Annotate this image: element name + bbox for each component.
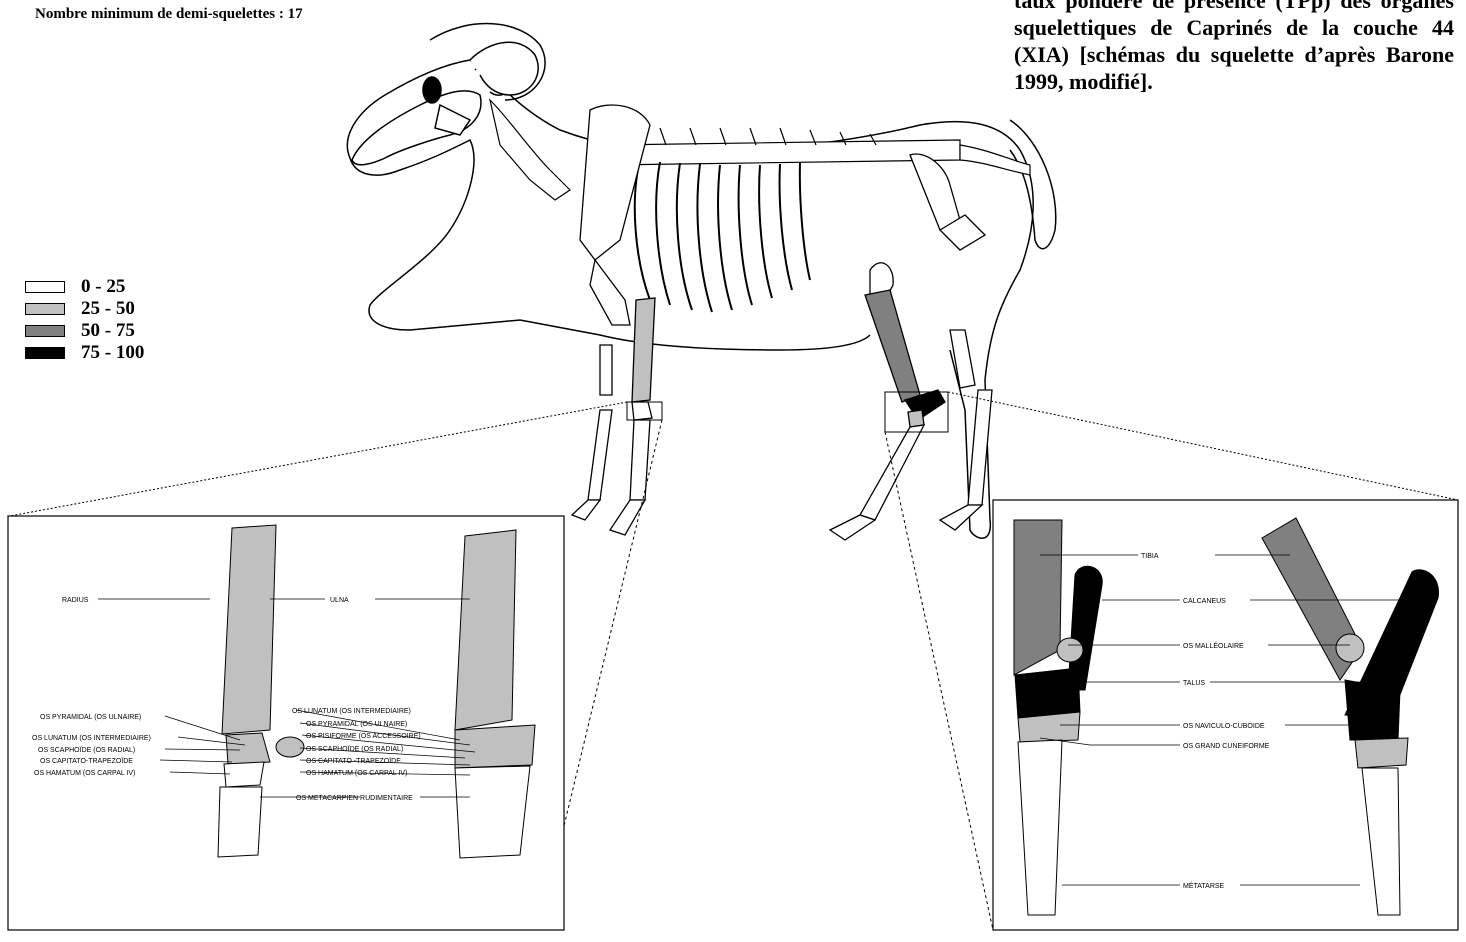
capitato-label-right: OS CAPITATO -TRAPEZOÏDE [306,757,401,765]
scaphoide-label-right: OS SCAPHOÏDE (OS RADIAL) [306,745,403,753]
radius-label: RADIUS [62,597,89,604]
cuneiforme-label: OS GRAND CUNEIFORME [1183,743,1270,750]
lunatum-label-left: OS LUNATUM (OS INTERMEDIAIRE) [32,735,151,742]
forelimb [572,105,655,535]
lunatum-label-right: OS LUNATUM (OS INTERMEDIAIRE) [292,708,411,715]
pyramidal-label-left: OS PYRAMIDAL (OS ULNAIRE) [40,714,141,721]
capitato-label-left: OS CAPITATO-TRAPEZOÏDE [40,757,133,765]
tarsal-detail-panel: TIBIA CALCANEUS OS MALLÉOLAIRE TALUS OS … [993,500,1458,930]
rib-cage [635,160,810,312]
talus-label: TALUS [1183,680,1205,687]
metatarse-label: MÉTATARSE [1183,881,1225,890]
ulna-label: ULNA [330,597,349,604]
malleolaire-label: OS MALLÉOLAIRE [1183,641,1244,650]
pisiforme-label-right: OS PISIFORME (OS ACCESSOIRE) [306,733,421,740]
naviculo-label: OS NAVICULO-CUBOIDE [1183,723,1265,730]
scaphoide-label-left: OS SCAPHOÏDE (OS RADIAL) [38,746,135,754]
pyramidal-label-right: OS PYRAMIDAL (OS ULNAIRE) [306,721,407,728]
calcaneus-label: CALCANEUS [1183,598,1226,605]
hamatum-label-left: OS HAMATUM (OS CARPAL IV) [34,770,135,777]
hamatum-label-right: OS HAMATUM (OS CARPAL IV) [306,770,407,777]
metacarpien-label: OS METACARPIEN RUDIMENTAIRE [296,795,413,802]
carpal-detail-panel: RADIUS ULNA OS PYRAMIDAL (OS ULNAIRE) OS… [8,516,564,930]
tibia-label: TIBIA [1141,553,1159,560]
